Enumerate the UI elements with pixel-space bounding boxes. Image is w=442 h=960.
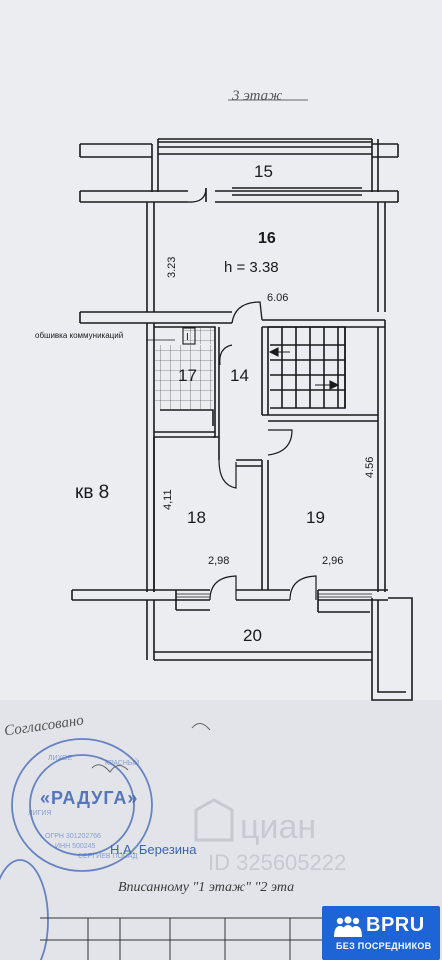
- people-icon: [334, 916, 362, 937]
- wall-outline: [71, 138, 413, 701]
- apartment-label: кв 8: [75, 482, 110, 503]
- dimension-2-98: 2,98: [208, 555, 230, 567]
- dimension-3-23: 3.23: [166, 256, 178, 278]
- svg-text:ЛИХОЕ: ЛИХОЕ: [48, 755, 73, 762]
- room-20-label: 20: [243, 626, 262, 645]
- dimension-2-96: 2,96: [322, 555, 344, 567]
- handwritten-inscribed: Вписанному "1 этаж" "2 эта: [118, 880, 295, 895]
- room-19-label: 19: [306, 508, 325, 527]
- bpru-badge[interactable]: BPRU БЕЗ ПОСРЕДНИКОВ: [322, 906, 440, 960]
- watermark-id: ID 325605222: [208, 850, 347, 875]
- annotation-label: обшивка коммуникаций: [35, 331, 124, 340]
- company-stamp: [0, 738, 153, 960]
- watermark-brand: циан: [240, 808, 317, 846]
- room-15-label: 15: [254, 162, 273, 181]
- room-18-label: 18: [187, 508, 206, 527]
- room-14-label: 14: [230, 366, 249, 385]
- dimension-6-06: 6.06: [267, 292, 289, 304]
- dimension-4-11: 4,11: [162, 489, 174, 510]
- svg-text:ИНН 500245: ИНН 500245: [55, 843, 96, 850]
- svg-text:КРАСНЫЙ: КРАСНЫЙ: [105, 758, 139, 767]
- dimension-4-56: 4.56: [364, 456, 376, 478]
- svg-text:СЕРГИЕВ ПОСАД: СЕРГИЕВ ПОСАД: [78, 853, 138, 860]
- room-16-label: 16: [258, 230, 276, 247]
- svg-text:ОГРН 301202766: ОГРН 301202766: [45, 833, 101, 840]
- ceiling-height: h = 3.38: [224, 259, 279, 276]
- stamp-company-name: «РАДУГА»: [40, 788, 139, 808]
- stair-arrows: [268, 347, 340, 390]
- badge-tagline: БЕЗ ПОСРЕДНИКОВ: [336, 941, 432, 951]
- svg-text:ЛИГИЯ: ЛИГИЯ: [28, 810, 52, 817]
- badge-brand: BPRU: [366, 914, 425, 936]
- stamp-signature-name: Н.А. Березина: [110, 842, 197, 857]
- svg-text:I: I: [186, 332, 189, 343]
- room-17-tile-floor: [155, 345, 213, 409]
- floor-title: 3 этаж: [232, 88, 283, 104]
- room-17-label: 17: [178, 366, 197, 385]
- watermark-logo: [194, 798, 234, 842]
